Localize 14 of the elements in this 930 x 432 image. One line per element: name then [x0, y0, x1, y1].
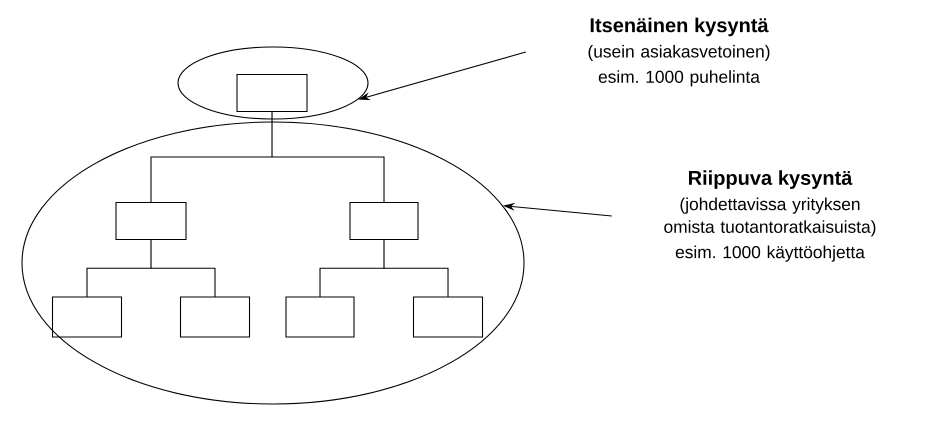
tree-connector — [271, 112, 385, 202]
tree-box — [349, 202, 419, 240]
tree-connector — [150, 240, 216, 296]
tree-connector — [383, 240, 449, 296]
tree-box — [285, 296, 355, 338]
demand-label: Itsenäinen kysyntä (usein asiakasvetoinen) esim. 1000 puhelinta — [588, 18, 770, 86]
tree-box — [412, 296, 484, 338]
tree-box — [52, 296, 122, 338]
tree-box — [180, 296, 250, 338]
group-ellipse — [177, 46, 369, 120]
tree-box — [115, 202, 187, 240]
group-ellipse — [21, 121, 525, 405]
demand-label: Riippuva kysyntä (johdettavissa yrityksen omista tuotantoratkaisuista) esim. 1000 käyttöohjetta — [664, 170, 876, 262]
tree-box — [236, 74, 308, 112]
